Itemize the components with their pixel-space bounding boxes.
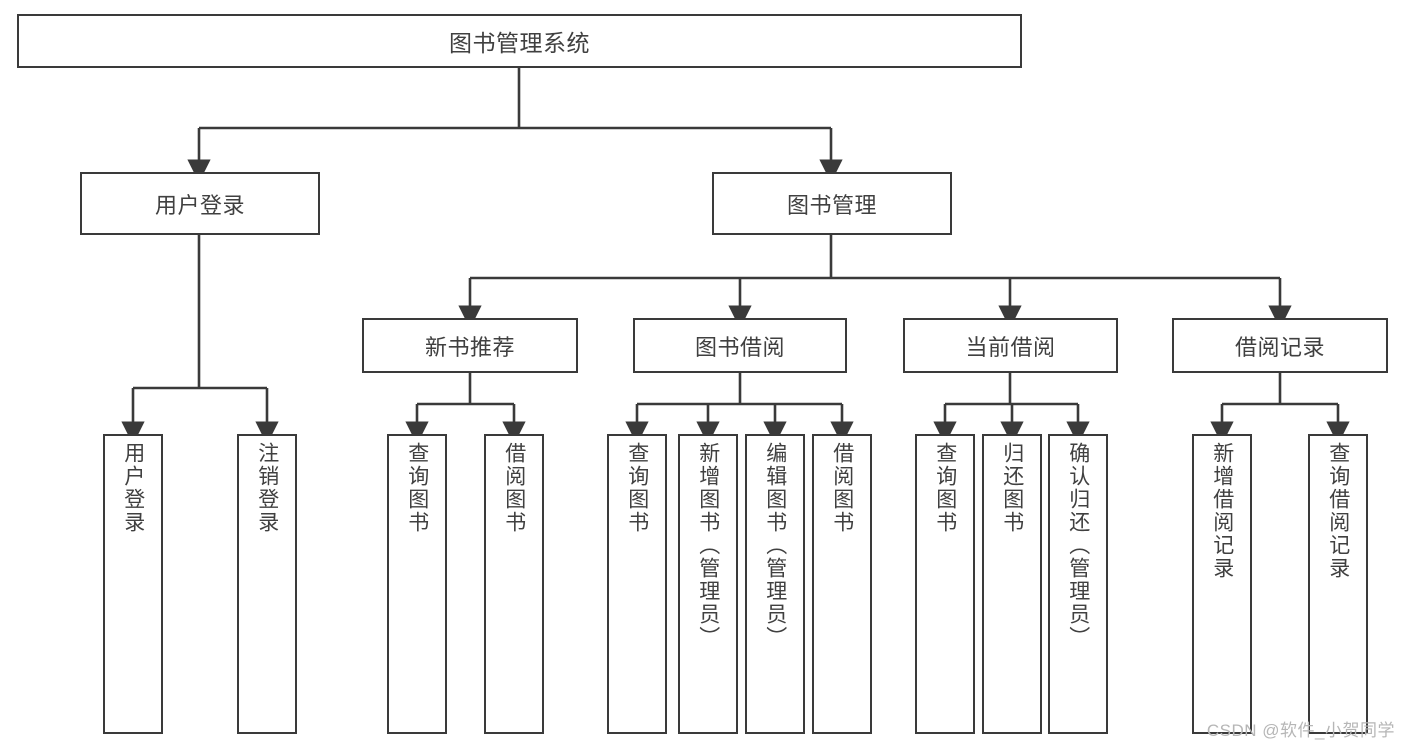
leaf-confirm-return-admin[interactable]: 确认归还（管理员） (1048, 434, 1108, 734)
node-label: 查询图书 (933, 442, 957, 534)
node-label: 编辑图书（管理员） (763, 442, 787, 649)
node-label: 图书借阅 (694, 334, 785, 360)
leaf-logout[interactable]: 注销登录 (237, 434, 297, 734)
leaf-query-borrow-record[interactable]: 查询借阅记录 (1308, 434, 1368, 734)
node-label: 用户登录 (121, 442, 145, 534)
node-label: 归还图书 (1000, 442, 1024, 534)
node-new-book-recommend[interactable]: 新书推荐 (362, 318, 578, 373)
node-label: 借阅记录 (1234, 334, 1325, 360)
leaf-return-book[interactable]: 归还图书 (982, 434, 1042, 734)
node-borrow-records[interactable]: 借阅记录 (1172, 318, 1388, 373)
node-label: 用户登录 (154, 192, 245, 218)
leaf-query-book-borrow[interactable]: 查询图书 (607, 434, 667, 734)
node-book-borrow[interactable]: 图书借阅 (633, 318, 847, 373)
node-root-system[interactable]: 图书管理系统 (17, 14, 1022, 68)
node-label: 注销登录 (255, 442, 279, 534)
node-label: 查询图书 (405, 442, 429, 534)
node-current-borrow[interactable]: 当前借阅 (903, 318, 1118, 373)
leaf-query-book-recommend[interactable]: 查询图书 (387, 434, 447, 734)
node-label: 借阅图书 (502, 442, 526, 534)
node-label: 确认归还（管理员） (1066, 442, 1090, 649)
leaf-query-book-current[interactable]: 查询图书 (915, 434, 975, 734)
node-user-login[interactable]: 用户登录 (80, 172, 320, 235)
node-label: 当前借阅 (965, 334, 1056, 360)
leaf-add-book-admin[interactable]: 新增图书（管理员） (678, 434, 738, 734)
leaf-borrow-book-recommend[interactable]: 借阅图书 (484, 434, 544, 734)
leaf-borrow-book[interactable]: 借阅图书 (812, 434, 872, 734)
node-label: 新增借阅记录 (1210, 442, 1234, 580)
node-label: 新增图书（管理员） (696, 442, 720, 649)
leaf-add-borrow-record[interactable]: 新增借阅记录 (1192, 434, 1252, 734)
node-book-management[interactable]: 图书管理 (712, 172, 952, 235)
leaf-user-login[interactable]: 用户登录 (103, 434, 163, 734)
node-label: 图书管理系统 (449, 30, 590, 56)
node-label: 查询图书 (625, 442, 649, 534)
leaf-edit-book-admin[interactable]: 编辑图书（管理员） (745, 434, 805, 734)
watermark-text: CSDN @软件_小贺同学 (1206, 721, 1395, 740)
node-label: 图书管理 (786, 192, 877, 218)
node-label: 新书推荐 (424, 334, 515, 360)
node-label: 查询借阅记录 (1326, 442, 1350, 580)
node-label: 借阅图书 (830, 442, 854, 534)
